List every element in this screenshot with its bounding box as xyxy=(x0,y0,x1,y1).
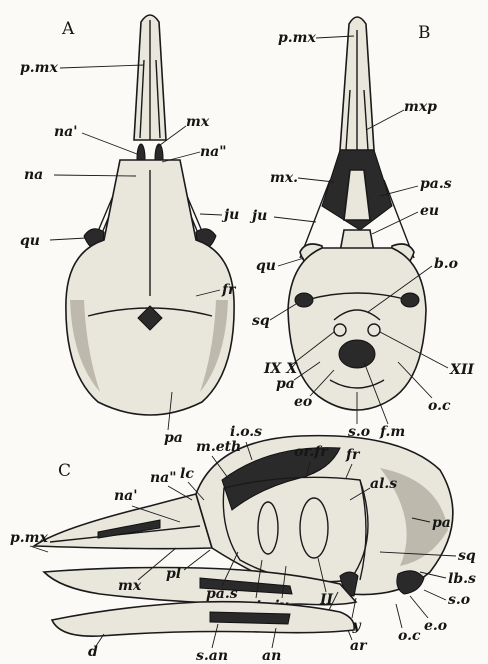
leader-b-mx xyxy=(298,178,334,182)
leader-c-eo xyxy=(410,596,428,618)
label-b-mx: mx. xyxy=(270,170,298,186)
label-c-pas: pa.s xyxy=(206,586,238,602)
label-b-sq: sq xyxy=(252,313,270,329)
label-c-als: al.s xyxy=(370,476,397,492)
label-b-fm: f.m xyxy=(379,424,405,440)
leader-a-ju xyxy=(200,214,222,215)
label-b-mxp: mxp xyxy=(404,99,437,115)
label-b-pas: pa.s xyxy=(420,176,452,192)
panel-a-letter: A xyxy=(61,19,75,39)
panel-c-skull-drawing xyxy=(34,436,453,605)
leader-c-pl xyxy=(184,550,210,570)
label-a-mx: mx xyxy=(186,114,210,130)
label-c-sq: sq xyxy=(458,548,476,564)
label-c-ios: i.o.s xyxy=(230,424,262,440)
label-c-lc: lc xyxy=(180,466,194,482)
label-a-na1: na' xyxy=(54,124,78,140)
label-c-orfr: or.fr xyxy=(294,444,329,460)
label-a-pmx: p.mx xyxy=(20,60,58,76)
leader-c-so xyxy=(424,590,446,600)
leader-a-na2 xyxy=(162,152,200,162)
label-a-ju: ju xyxy=(221,207,239,223)
label-c-pl: pl xyxy=(166,566,181,582)
label-b-pmx: p.mx xyxy=(278,30,316,46)
label-c-lbs: lb.s xyxy=(448,571,476,587)
label-c-pa: pa xyxy=(432,515,451,531)
label-b-oc: o.c xyxy=(428,398,451,414)
label-a-na: na xyxy=(24,167,43,183)
label-b-eu: eu xyxy=(420,203,439,219)
label-a-pa: pa xyxy=(164,430,183,446)
label-c-san: s.an xyxy=(196,648,228,664)
label-c-oc: o.c xyxy=(398,628,421,644)
panel-c-mandible-drawing xyxy=(52,602,354,636)
label-b-xii: XII xyxy=(449,362,474,378)
label-c-pmx: p.mx xyxy=(10,530,48,546)
leader-a-pmx xyxy=(60,65,144,68)
label-b-pa: pa xyxy=(276,376,295,392)
panel-a: A p.mx na' mx xyxy=(20,15,239,446)
label-c-eo: e.o xyxy=(424,618,447,634)
label-a-fr: fr xyxy=(221,282,237,298)
label-b-eo: eo xyxy=(294,394,312,410)
leader-c-oc xyxy=(396,604,402,628)
label-b-bo: b.o xyxy=(434,256,458,272)
label-c-meth: m.eth xyxy=(196,439,241,455)
label-c-d: d xyxy=(88,644,98,660)
panel-c: C i.o.s m.eth or.fr f xyxy=(10,424,476,664)
panel-c-letter: C xyxy=(58,461,71,481)
label-c-na2: na" xyxy=(150,470,177,486)
label-a-na2: na" xyxy=(200,144,227,160)
leader-a-qu xyxy=(50,238,86,240)
panel-b: B p.mx xyxy=(249,17,474,440)
leader-b-ju xyxy=(274,217,316,222)
label-a-qu: qu xyxy=(20,233,40,249)
label-c-ar: ar xyxy=(350,638,368,654)
panel-b-letter: B xyxy=(418,23,431,43)
label-b-ju: ju xyxy=(249,208,267,224)
panel-a-skull-drawing xyxy=(66,15,234,415)
label-c-na1: na' xyxy=(114,488,138,504)
label-c-an: an xyxy=(262,648,281,664)
label-c-mx: mx xyxy=(118,578,142,594)
label-b-qu: qu xyxy=(256,258,276,274)
label-c-so: s.o xyxy=(448,592,470,608)
leader-a-na1 xyxy=(82,133,137,154)
label-c-fr: fr xyxy=(345,447,361,463)
